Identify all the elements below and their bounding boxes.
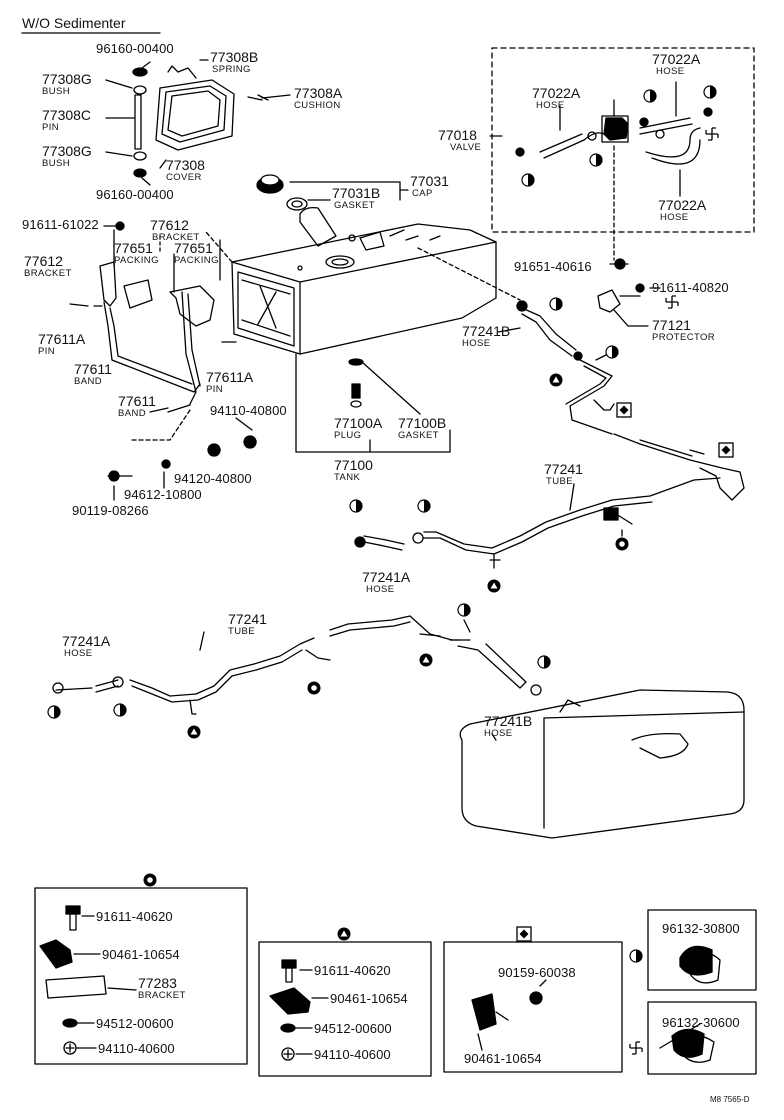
label-77031B-name: GASKET xyxy=(334,200,375,211)
label-77031-name: CAP xyxy=(412,188,433,199)
box1-label-94110-40600: 94110-40600 xyxy=(98,1041,175,1056)
label-77121-name: PROTECTOR xyxy=(652,332,716,343)
box1-label-94512-00600: 94512-00600 xyxy=(96,1016,174,1031)
label-77018: 77018 xyxy=(438,127,477,143)
label-77022A-right-name: HOSE xyxy=(656,66,685,77)
box4-label-96132-30800: 96132-30800 xyxy=(662,921,740,936)
label-77308-name: COVER xyxy=(166,172,202,183)
label-77308C-name: PIN xyxy=(42,122,60,133)
label-77611-bottom: 77611 xyxy=(118,393,156,409)
label-77100-name: TANK xyxy=(334,472,361,483)
label-77308C: 77308C xyxy=(42,107,92,123)
label-77018-name: VALVE xyxy=(450,142,482,153)
label-77651-right-name: PACKING xyxy=(174,255,219,266)
label-91611-40820: 91611-40820 xyxy=(652,280,729,295)
box1-label-77283-name: BRACKET xyxy=(138,990,186,1001)
label-77241A-right: 77241A xyxy=(362,569,411,585)
box5-label-96132-30600: 96132-30600 xyxy=(662,1015,740,1030)
label-77612-right: 77612 xyxy=(150,217,189,233)
label-77241A-right-name: HOSE xyxy=(366,584,395,595)
label-94110-40800: 94110-40800 xyxy=(210,403,287,418)
label-77241B-top-name: HOSE xyxy=(462,338,491,349)
label-77100B: 77100B xyxy=(398,415,447,431)
box1-label-91611-40620: 91611-40620 xyxy=(96,909,173,924)
diagram-title: W/O Sedimenter xyxy=(22,15,126,31)
label-77241A-left: 77241A xyxy=(62,633,111,649)
box1-label-90461-10654: 90461-10654 xyxy=(102,947,180,962)
box3-label-90159-60038: 90159-60038 xyxy=(498,965,576,980)
label-77308B-name: SPRING xyxy=(212,64,251,75)
label-77241-left-name: TUBE xyxy=(228,626,255,637)
label-77241A-left-name: HOSE xyxy=(64,648,93,659)
label-77612-right-name: BRACKET xyxy=(152,232,200,243)
box1-label-77283: 77283 xyxy=(138,975,177,991)
box2-label-94512-00600: 94512-00600 xyxy=(314,1021,392,1036)
label-77612-left: 77612 xyxy=(24,253,63,269)
reference-code: M8 7565-D xyxy=(710,1095,750,1104)
label-77031B: 77031B xyxy=(332,185,381,201)
label-77308: 77308 xyxy=(166,157,205,173)
label-77241-right-name: TUBE xyxy=(546,476,573,487)
label-77308A: 77308A xyxy=(294,85,343,101)
label-77612-left-name: BRACKET xyxy=(24,268,72,279)
label-77308G-bottom-name: BUSH xyxy=(42,158,70,169)
label-77022A-bottom: 77022A xyxy=(658,197,707,213)
label-77651-left-name: PACKING xyxy=(114,255,159,266)
label-77241B-bottom: 77241B xyxy=(484,713,533,729)
label-77611A-right-name: PIN xyxy=(206,384,224,395)
label-77031: 77031 xyxy=(410,173,449,189)
label-77022A-bottom-name: HOSE xyxy=(660,212,689,223)
label-77100A-name: PLUG xyxy=(334,430,362,441)
label-77022A-left-name: HOSE xyxy=(536,100,565,111)
label-77022A-right: 77022A xyxy=(652,51,701,67)
label-77611A-left: 77611A xyxy=(38,331,86,347)
label-77308G-top-name: BUSH xyxy=(42,86,70,97)
label-77611-bottom-name: BAND xyxy=(118,408,146,419)
label-77241-left: 77241 xyxy=(228,611,267,627)
label-94120-40800: 94120-40800 xyxy=(174,471,252,486)
label-77121: 77121 xyxy=(652,317,691,333)
label-77651-left: 77651 xyxy=(114,240,153,256)
label-77100: 77100 xyxy=(334,457,373,473)
label-77611A-left-name: PIN xyxy=(38,346,56,357)
label-77241-right: 77241 xyxy=(544,461,583,477)
label-94612-10800: 94612-10800 xyxy=(124,487,202,502)
box3-label-90461-10654: 90461-10654 xyxy=(464,1051,542,1066)
label-91651-40616: 91651-40616 xyxy=(514,259,592,274)
label-77611A-right: 77611A xyxy=(206,369,254,385)
label-96160-00400-top: 96160-00400 xyxy=(96,41,174,56)
label-77022A-left: 77022A xyxy=(532,85,581,101)
box2-label-91611-40620: 91611-40620 xyxy=(314,963,391,978)
label-77241B-top: 77241B xyxy=(462,323,511,339)
label-77308A-name: CUSHION xyxy=(294,100,341,111)
label-77100B-name: GASKET xyxy=(398,430,439,441)
label-77308G-bottom: 77308G xyxy=(42,143,92,159)
label-77308B: 77308B xyxy=(210,49,259,65)
label-77100A: 77100A xyxy=(334,415,383,431)
label-77611-left-name: BAND xyxy=(74,376,102,387)
label-96160-00400-bottom: 96160-00400 xyxy=(96,187,174,202)
label-77651-right: 77651 xyxy=(174,240,213,256)
label-77308G-top: 77308G xyxy=(42,71,92,87)
box2-label-94110-40600: 94110-40600 xyxy=(314,1047,391,1062)
label-77241B-bottom-name: HOSE xyxy=(484,728,513,739)
label-91611-61022: 91611-61022 xyxy=(22,217,99,232)
label-77611-left: 77611 xyxy=(74,361,112,377)
label-90119-08266: 90119-08266 xyxy=(72,503,149,518)
box2-label-90461-10654: 90461-10654 xyxy=(330,991,408,1006)
